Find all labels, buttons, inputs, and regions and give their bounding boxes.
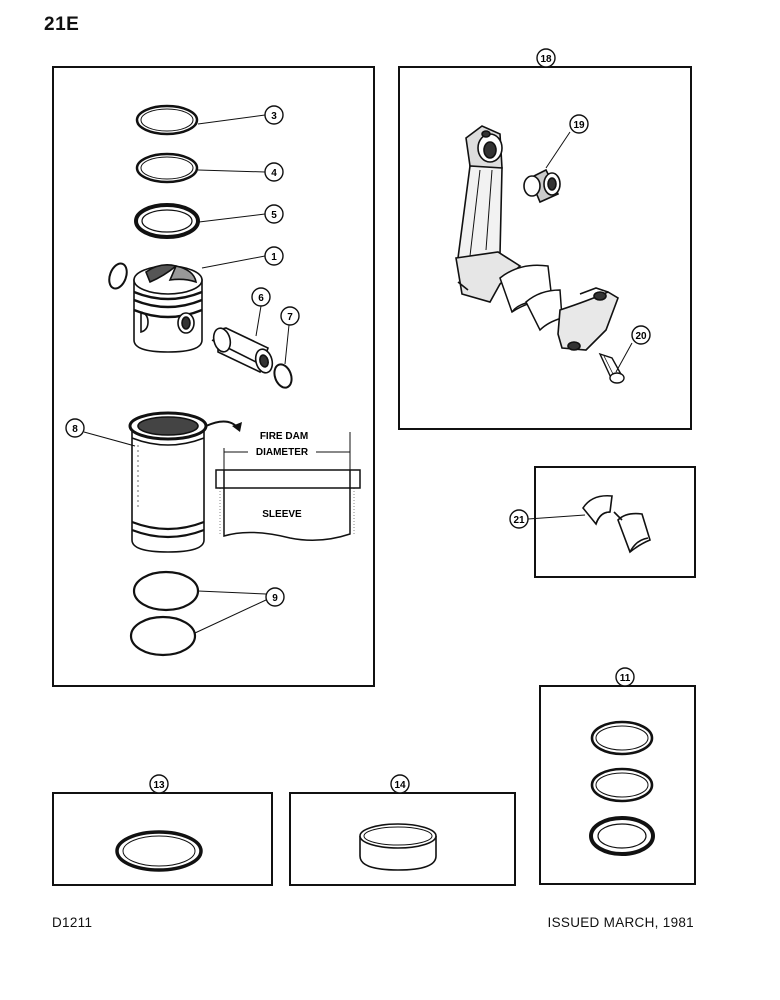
callout-18: 18 [536,48,556,68]
callout-8: 8 [65,418,85,438]
sleeve-o-ring-upper [132,570,200,612]
fire-dam-arrowhead [232,422,242,432]
svg-text:20: 20 [635,331,647,342]
callout-3: 3 [264,105,284,125]
fire-dam-arrow [205,420,239,429]
callout-4: 4 [264,162,284,182]
callout-13: 13 [149,774,169,794]
sleeve-cross-section [215,469,361,541]
svg-text:19: 19 [573,120,585,131]
svg-text:14: 14 [394,780,406,791]
svg-text:11: 11 [620,673,631,684]
figure-code: D1211 [52,915,93,930]
callout-9: 9 [265,587,285,607]
svg-text:5: 5 [271,210,277,221]
connecting-rod-panel [398,66,692,430]
svg-text:21: 21 [513,515,525,526]
piston-ring-top [135,104,199,136]
connecting-rod-cap [557,287,619,351]
piston-pin-retainer-right [273,363,293,389]
piston-pin [211,327,274,374]
callout-1: 1 [264,246,284,266]
svg-text:8: 8 [72,424,78,435]
ring-set-second-ring [590,767,654,803]
leader-lines [83,114,633,634]
ring-set-panel [539,685,696,885]
rod-bearing-panel [534,466,696,578]
fire-dam-ring [115,830,203,872]
callout-11: 11 [615,667,635,687]
piston-pin-retainer-left [108,262,128,290]
connecting-rod-bolt [598,352,625,384]
piston-ring-second [135,152,199,184]
svg-text:3: 3 [271,111,277,122]
page-number: 21E [44,14,80,35]
svg-text:13: 13 [153,780,165,791]
sleeve-label: SLEEVE [262,509,302,520]
callout-5: 5 [264,204,284,224]
callout-19: 19 [569,114,589,134]
connecting-rod [455,125,522,303]
fire-dam-dimension [223,432,351,470]
callout-6: 6 [251,287,271,307]
cylinder-sleeve [128,411,208,553]
piston-sleeve-panel [52,66,375,687]
callout-7: 7 [280,306,300,326]
fire-dam-label-1: FIRE DAM [260,431,308,442]
sleeve-seal-band [359,823,437,871]
svg-text:9: 9 [272,593,278,604]
callout-21: 21 [509,509,529,529]
piston-pin-bushing [523,168,561,204]
callout-14: 14 [390,774,410,794]
svg-text:7: 7 [287,312,293,323]
svg-text:6: 6 [258,293,264,304]
piston [133,264,203,353]
issue-date: ISSUED MARCH, 1981 [547,915,694,930]
svg-text:4: 4 [271,168,277,179]
rod-bearing-set [582,494,651,554]
svg-text:18: 18 [540,54,552,65]
ring-set-top-ring [590,720,654,756]
oil-ring [134,203,200,239]
sleeve-o-ring-lower [129,615,197,657]
svg-text:1: 1 [271,252,277,263]
callout-20: 20 [631,325,651,345]
fire-dam-label-2: DIAMETER [256,447,309,458]
ring-set-oil-ring [589,816,655,856]
